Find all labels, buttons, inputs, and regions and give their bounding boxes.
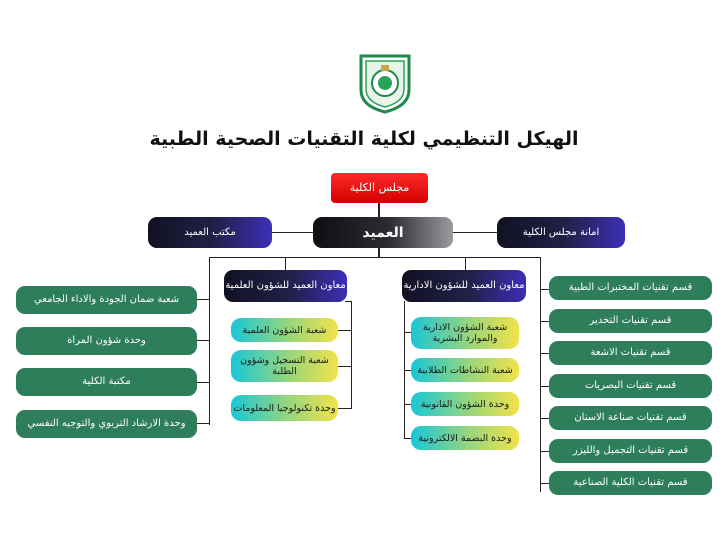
left-unit: وحدة الارشاد التربوي والتوجيه النفسي	[16, 410, 197, 438]
dean-office-box: مكتب العميد	[148, 217, 272, 248]
department-box: قسم تقنيات المختبرات الطبية	[549, 276, 712, 300]
scientific-assistant-box: معاون العميد للشؤون العلمية	[224, 270, 347, 302]
chart-title: الهيكل التنظيمي لكلية التقنيات الصحية ال…	[149, 128, 579, 150]
administrative-assistant-box: معاون العميد للشؤون الادارية	[402, 270, 526, 302]
scientific-unit: وحدة تكنولوجيا المعلومات	[231, 395, 338, 421]
department-box: قسم تقنيات التخدير	[549, 309, 712, 333]
college-council-box: مجلس الكلية	[331, 173, 428, 203]
department-box: قسم تقنيات التجميل والليزر	[549, 439, 712, 463]
administrative-unit: شعبة النشاطات الطلابية	[411, 358, 519, 382]
department-box: قسم تقنيات الكلية الصناعية	[549, 471, 712, 495]
university-seal-icon	[359, 54, 411, 114]
council-secretariat-box: امانة مجلس الكلية	[497, 217, 625, 248]
administrative-unit: وحدة البصمة الالكترونية	[411, 426, 519, 450]
left-unit: وحدة شؤون المراة	[16, 327, 197, 355]
department-box: قسم تقنيات الاشعة	[549, 341, 712, 365]
department-box: قسم تقنيات البصريات	[549, 374, 712, 398]
dean-box: العميد	[313, 217, 453, 248]
scientific-unit: شعبة التسجيل وشؤون الطلبة	[231, 350, 338, 382]
scientific-unit: شعبة الشؤون العلمية	[231, 318, 338, 342]
left-unit: مكتبة الكلية	[16, 368, 197, 396]
administrative-unit: شعبة الشؤون الادارية والموارد البشرية	[411, 317, 519, 349]
department-box: قسم تقنيات صناعة الاسنان	[549, 406, 712, 430]
administrative-unit: وحدة الشؤون القانونية	[411, 392, 519, 416]
left-unit: شعبة ضمان الجودة والاداء الجامعي	[16, 286, 197, 314]
